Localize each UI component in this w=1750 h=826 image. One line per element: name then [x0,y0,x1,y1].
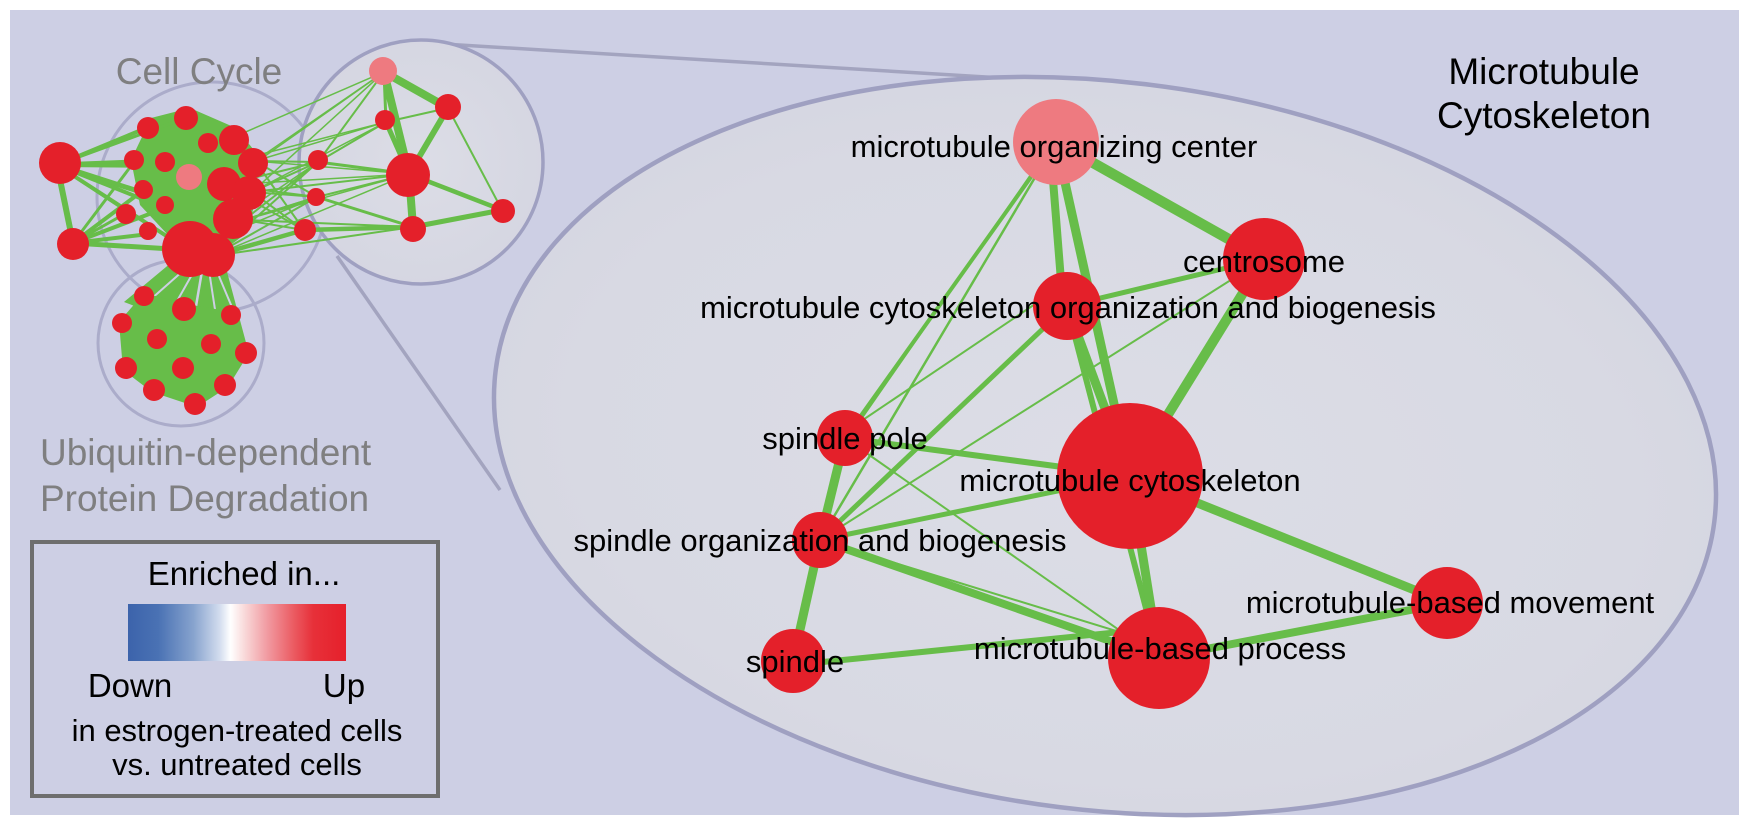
svg-text:Up: Up [323,667,365,704]
svg-text:Microtubule: Microtubule [1448,51,1639,92]
svg-text:Cytoskeleton: Cytoskeleton [1437,95,1651,136]
svg-text:spindle: spindle [746,644,844,679]
svg-text:microtubule cytoskeleton organ: microtubule cytoskeleton organization an… [700,290,1436,325]
svg-text:Protein Degradation: Protein Degradation [40,478,369,519]
svg-text:centrosome: centrosome [1183,244,1345,279]
svg-text:spindle organization and bioge: spindle organization and biogenesis [574,523,1067,558]
svg-text:microtubule organizing center: microtubule organizing center [851,129,1258,164]
svg-text:microtubule cytoskeleton: microtubule cytoskeleton [959,463,1300,498]
svg-text:spindle pole: spindle pole [762,421,927,456]
svg-text:in estrogen-treated cells: in estrogen-treated cells [72,713,403,748]
svg-text:vs. untreated cells: vs. untreated cells [112,747,362,782]
svg-text:Cell Cycle: Cell Cycle [116,51,283,92]
svg-text:Ubiquitin-dependent: Ubiquitin-dependent [40,432,372,473]
svg-text:microtubule-based process: microtubule-based process [974,631,1346,666]
svg-text:microtubule-based movement: microtubule-based movement [1246,585,1655,620]
svg-text:Down: Down [88,667,172,704]
svg-text:Enriched in...: Enriched in... [148,555,341,592]
